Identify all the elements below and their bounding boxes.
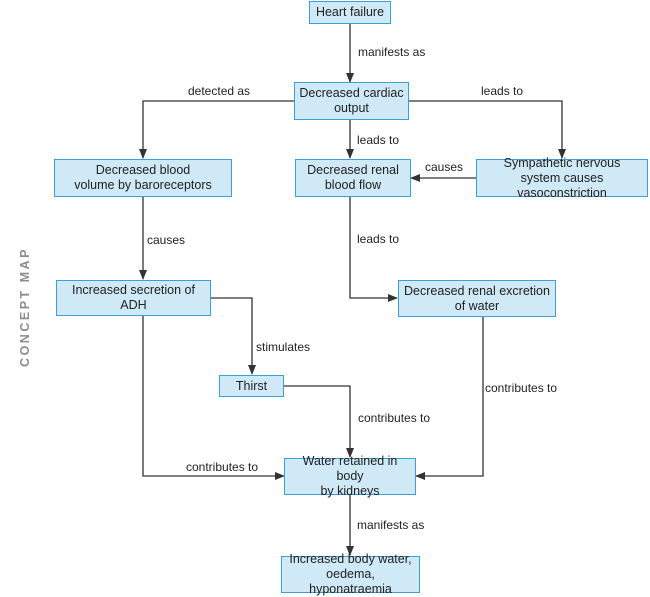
label-leads-to-1: leads to [481,84,524,98]
label-stimulates: stimulates [256,340,311,354]
label-detected-as: detected as [188,84,251,98]
node-decreased-cardiac-output: Decreased cardiac output [294,82,409,120]
concept-map-side-label: CONCEPT MAP [18,247,32,367]
edge-excretion-to-water [415,317,484,480]
edge-output-to-sympathetic [409,100,566,159]
node-sympathetic-nervous-system: Sympathetic nervous system causes vasoco… [476,156,648,200]
edge-renal-flow-to-excretion [349,197,398,302]
node-thirst: Thirst [219,375,284,397]
node-decreased-renal-excretion: Decreased renal excretion of water [398,280,556,317]
node-water-retained: Water retained in body by kidneys [284,454,416,498]
label-contributes-to-1: contributes to [485,381,558,395]
node-heart-failure: Heart failure [309,1,391,24]
label-manifests-as-2: manifests as [357,518,425,532]
label-contributes-to-2: contributes to [358,411,431,425]
edge-output-to-blood-volume [139,100,294,159]
label-causes-2: causes [147,233,186,247]
node-increased-adh-secretion: Increased secretion of ADH [56,280,211,316]
node-increased-body-water: Increased body water, oedema, hyponatrae… [281,552,420,596]
edge-adh-to-thirst [211,297,256,375]
label-leads-to-2: leads to [357,133,400,147]
node-decreased-renal-blood-flow: Decreased renal blood flow [295,159,411,197]
edge-adh-to-water [142,316,285,480]
label-leads-to-3: leads to [357,232,400,246]
label-causes-1: causes [425,160,464,174]
node-decreased-blood-volume: Decreased blood volume by baroreceptors [54,159,232,197]
label-manifests-as-1: manifests as [358,45,426,59]
edge-thirst-to-water [284,385,354,458]
label-contributes-to-3: contributes to [186,460,259,474]
